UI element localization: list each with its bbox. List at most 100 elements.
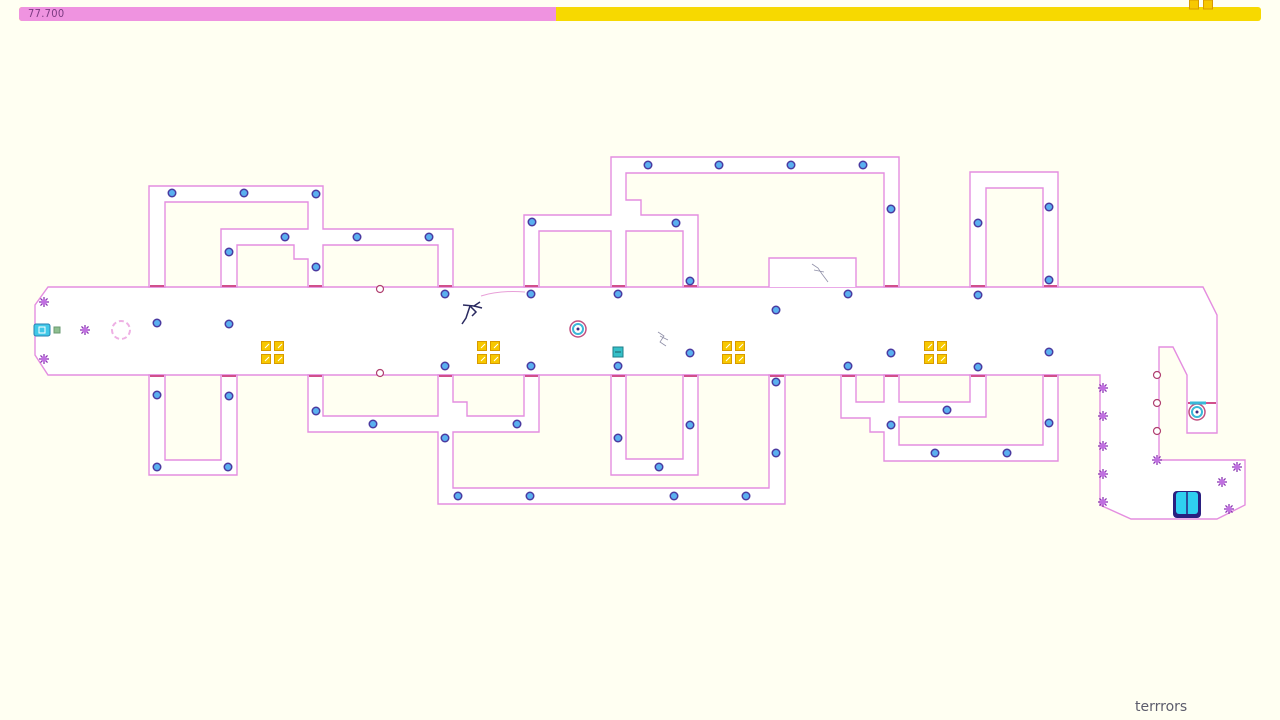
- gold-icon: [937, 354, 947, 364]
- mine-icon: [167, 188, 177, 198]
- mine-icon: [352, 232, 362, 242]
- spawn-portal-icon: [111, 320, 131, 340]
- mine-icon: [771, 448, 781, 458]
- wall-tm: [523, 156, 900, 288]
- mine-icon: [1044, 418, 1054, 428]
- mine-icon: [786, 160, 796, 170]
- mine-icon: [311, 189, 321, 199]
- toggle-mines: [39, 297, 1242, 514]
- mines: [152, 160, 1054, 501]
- toggle-mine-icon: [1098, 441, 1108, 451]
- mine-icon: [280, 232, 290, 242]
- toggle-mine-icon: [1217, 477, 1227, 487]
- ghost-ninja: [657, 331, 669, 347]
- wall-bm: [610, 374, 699, 476]
- wall-br: [840, 374, 1059, 462]
- gold-icon: [1190, 0, 1199, 10]
- toggle-mine-icon: [1224, 504, 1234, 514]
- time-bar-elapsed: [19, 7, 556, 21]
- gold-icon: [924, 354, 934, 364]
- gold-icon: [274, 341, 284, 351]
- ring-icon: [375, 284, 385, 294]
- wall-bml: [307, 374, 786, 505]
- mine-icon: [527, 217, 537, 227]
- mine-icon: [424, 232, 434, 242]
- wall-bump: [768, 257, 857, 287]
- mine-icon: [453, 491, 463, 501]
- mine-icon: [643, 160, 653, 170]
- mine-icon: [942, 405, 952, 415]
- mine-icon: [843, 289, 853, 299]
- main-corridor: [34, 286, 1246, 520]
- mine-icon: [613, 433, 623, 443]
- gold-icon: [735, 341, 745, 351]
- ring-icon: [1152, 426, 1162, 436]
- mine-icon: [526, 361, 536, 371]
- gold-icon: [490, 354, 500, 364]
- mine-icon: [973, 362, 983, 372]
- gold-icon: [722, 341, 732, 351]
- start-door: [33, 323, 61, 337]
- mine-icon: [1002, 448, 1012, 458]
- toggle-mine-icon: [80, 325, 90, 335]
- gold-icon: [477, 354, 487, 364]
- exit-switch: [612, 346, 624, 358]
- mine-icon: [771, 377, 781, 387]
- gold-icon: [477, 341, 487, 351]
- toggle-mine-icon: [39, 354, 49, 364]
- gold-icon: [722, 354, 732, 364]
- mine-icon: [512, 419, 522, 429]
- level-walls: [34, 156, 1246, 520]
- ghost-ninja: [811, 263, 829, 283]
- toggle-mine-icon: [1098, 411, 1108, 421]
- mine-icon: [973, 218, 983, 228]
- mine-icon: [685, 420, 695, 430]
- mine-icon: [440, 433, 450, 443]
- mine-icon: [224, 391, 234, 401]
- mine-icon: [886, 348, 896, 358]
- mine-icon: [771, 305, 781, 315]
- mine-icon: [858, 160, 868, 170]
- level-name: terrrors: [1135, 699, 1188, 715]
- mine-icon: [930, 448, 940, 458]
- mine-icon: [886, 204, 896, 214]
- mine-icon: [1044, 347, 1054, 357]
- mine-icon: [368, 419, 378, 429]
- gold-icon: [735, 354, 745, 364]
- mine-icon: [741, 491, 751, 501]
- ring-icon: [375, 368, 385, 378]
- mine-icon: [685, 276, 695, 286]
- mine-icon: [224, 319, 234, 329]
- time-bar: 77.700: [19, 7, 1261, 21]
- mine-icon: [311, 262, 321, 272]
- gold-icon: [1204, 0, 1213, 10]
- mine-icon: [714, 160, 724, 170]
- mine-icon: [973, 290, 983, 300]
- mine-icon: [886, 420, 896, 430]
- gold-icon: [261, 354, 271, 364]
- gold-icon: [924, 341, 934, 351]
- mine-icon: [224, 247, 234, 257]
- toggle-mine-icon: [1098, 497, 1108, 507]
- wall-bl: [148, 374, 238, 476]
- mine-icon: [669, 491, 679, 501]
- toggle-mine-icon: [1232, 462, 1242, 472]
- mine-icon: [239, 188, 249, 198]
- gold-icon: [937, 341, 947, 351]
- toggle-mine-icon: [1152, 455, 1162, 465]
- mine-icon: [440, 361, 450, 371]
- gold-pieces: [262, 0, 1213, 364]
- toggle-mine-icon: [1098, 383, 1108, 393]
- toggle-mine-icon: [39, 297, 49, 307]
- gold-icon: [274, 354, 284, 364]
- ring-icon: [1152, 370, 1162, 380]
- time-remaining-value: 77.700: [28, 7, 65, 20]
- gold-icon: [261, 341, 271, 351]
- drone-enemy: [1188, 401, 1206, 421]
- mine-icon: [1044, 275, 1054, 285]
- ring-icon: [1152, 398, 1162, 408]
- wall-tl-outer: [148, 185, 454, 288]
- mine-icon: [223, 462, 233, 472]
- mine-icon: [613, 361, 623, 371]
